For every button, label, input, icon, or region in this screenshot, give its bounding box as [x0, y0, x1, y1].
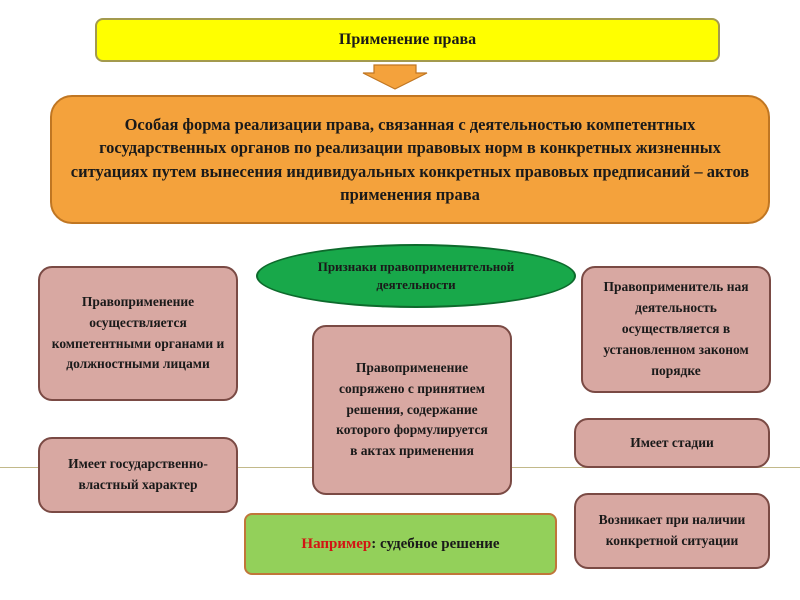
sign-box-concrete-situation: Возникает при наличии конкретной ситуаци…: [574, 493, 770, 569]
sign-text: Правоприменение осуществляется компетент…: [51, 293, 225, 372]
example-box: Например: судебное решение: [244, 513, 557, 575]
example-value: : судебное решение: [371, 535, 500, 552]
sign-box-competent-organs: Правоприменение осуществляется компетент…: [38, 266, 238, 401]
sign-text: Возникает при наличии конкретной ситуаци…: [598, 512, 746, 548]
sign-text: Имеет стадии: [630, 434, 714, 450]
signs-heading-text: Признаки правоприменительной деятельност…: [317, 259, 515, 292]
sign-text: Имеет государственно-властный характер: [68, 456, 208, 492]
signs-heading-ellipse: Признаки правоприменительной деятельност…: [256, 244, 576, 308]
definition-box: Особая форма реализации права, связанная…: [50, 95, 770, 224]
definition-text: Особая форма реализации права, связанная…: [70, 114, 750, 204]
example-text: Например: судебное решение: [301, 536, 499, 553]
sign-text: Правоприменение сопряжено с принятием ре…: [336, 359, 488, 459]
sign-box-stages: Имеет стадии: [574, 418, 770, 468]
sign-text: Правоприменитель ная деятельность осущес…: [603, 279, 749, 378]
sign-box-state-power: Имеет государственно-властный характер: [38, 437, 238, 513]
sign-box-decision: Правоприменение сопряжено с принятием ре…: [312, 325, 512, 495]
title-box: Применение права: [95, 18, 720, 62]
title-text: Применение права: [338, 31, 477, 48]
example-label: Например: [301, 535, 372, 552]
down-arrow-icon: [362, 64, 428, 90]
sign-box-established-procedure: Правоприменитель ная деятельность осущес…: [581, 266, 771, 393]
